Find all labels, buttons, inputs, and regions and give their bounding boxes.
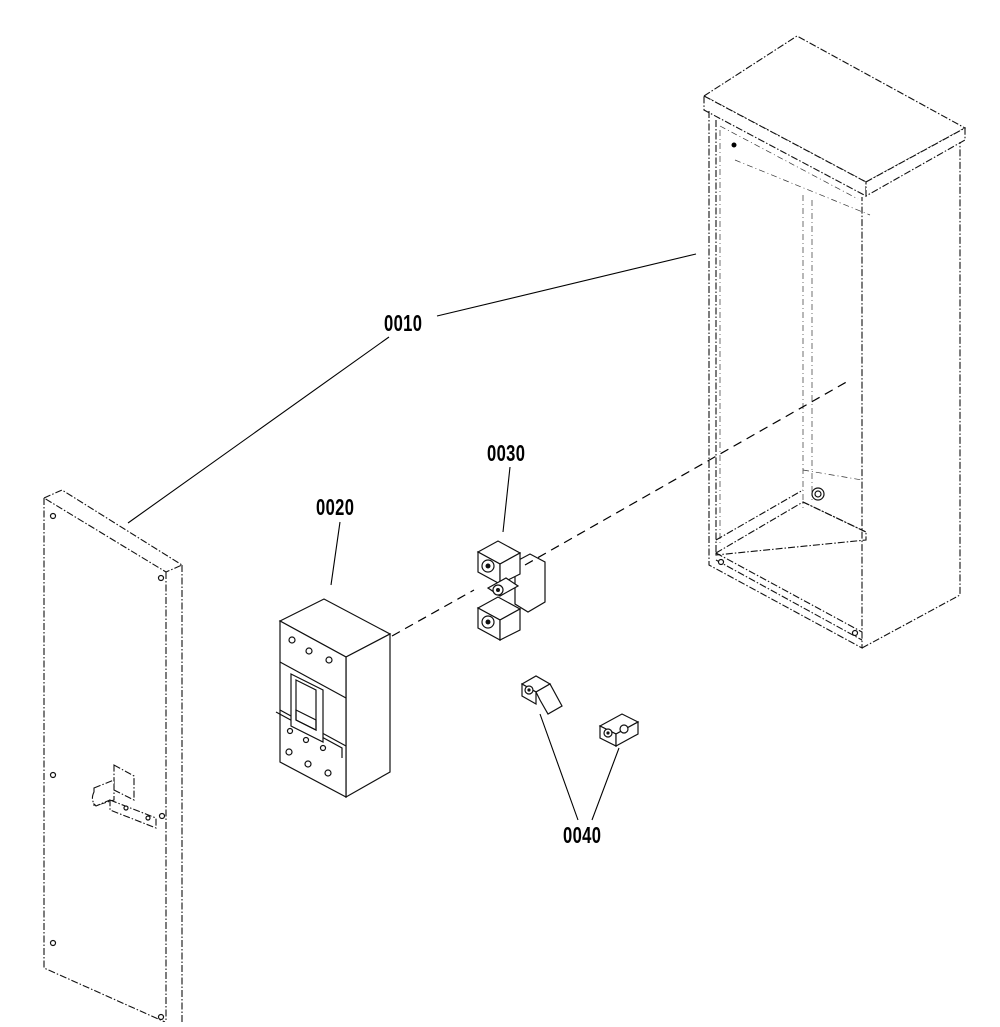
callout-0030: 0030 (487, 440, 526, 466)
callout-0020: 0020 (316, 494, 355, 520)
assembly-axis-line-2 (524, 379, 851, 566)
enclosure-box (702, 35, 967, 649)
circuit-breaker (275, 598, 392, 799)
handle-mechanism (91, 764, 157, 829)
leader-lines (127, 253, 697, 821)
front-cover-panel (42, 489, 184, 1023)
assembly-axis-line-1 (391, 589, 475, 637)
callout-0010: 0010 (384, 310, 423, 336)
terminal-lug-block (476, 540, 546, 642)
terminal-lug-left (520, 675, 563, 715)
terminal-lug-right (598, 713, 640, 748)
callout-0040: 0040 (563, 822, 602, 848)
